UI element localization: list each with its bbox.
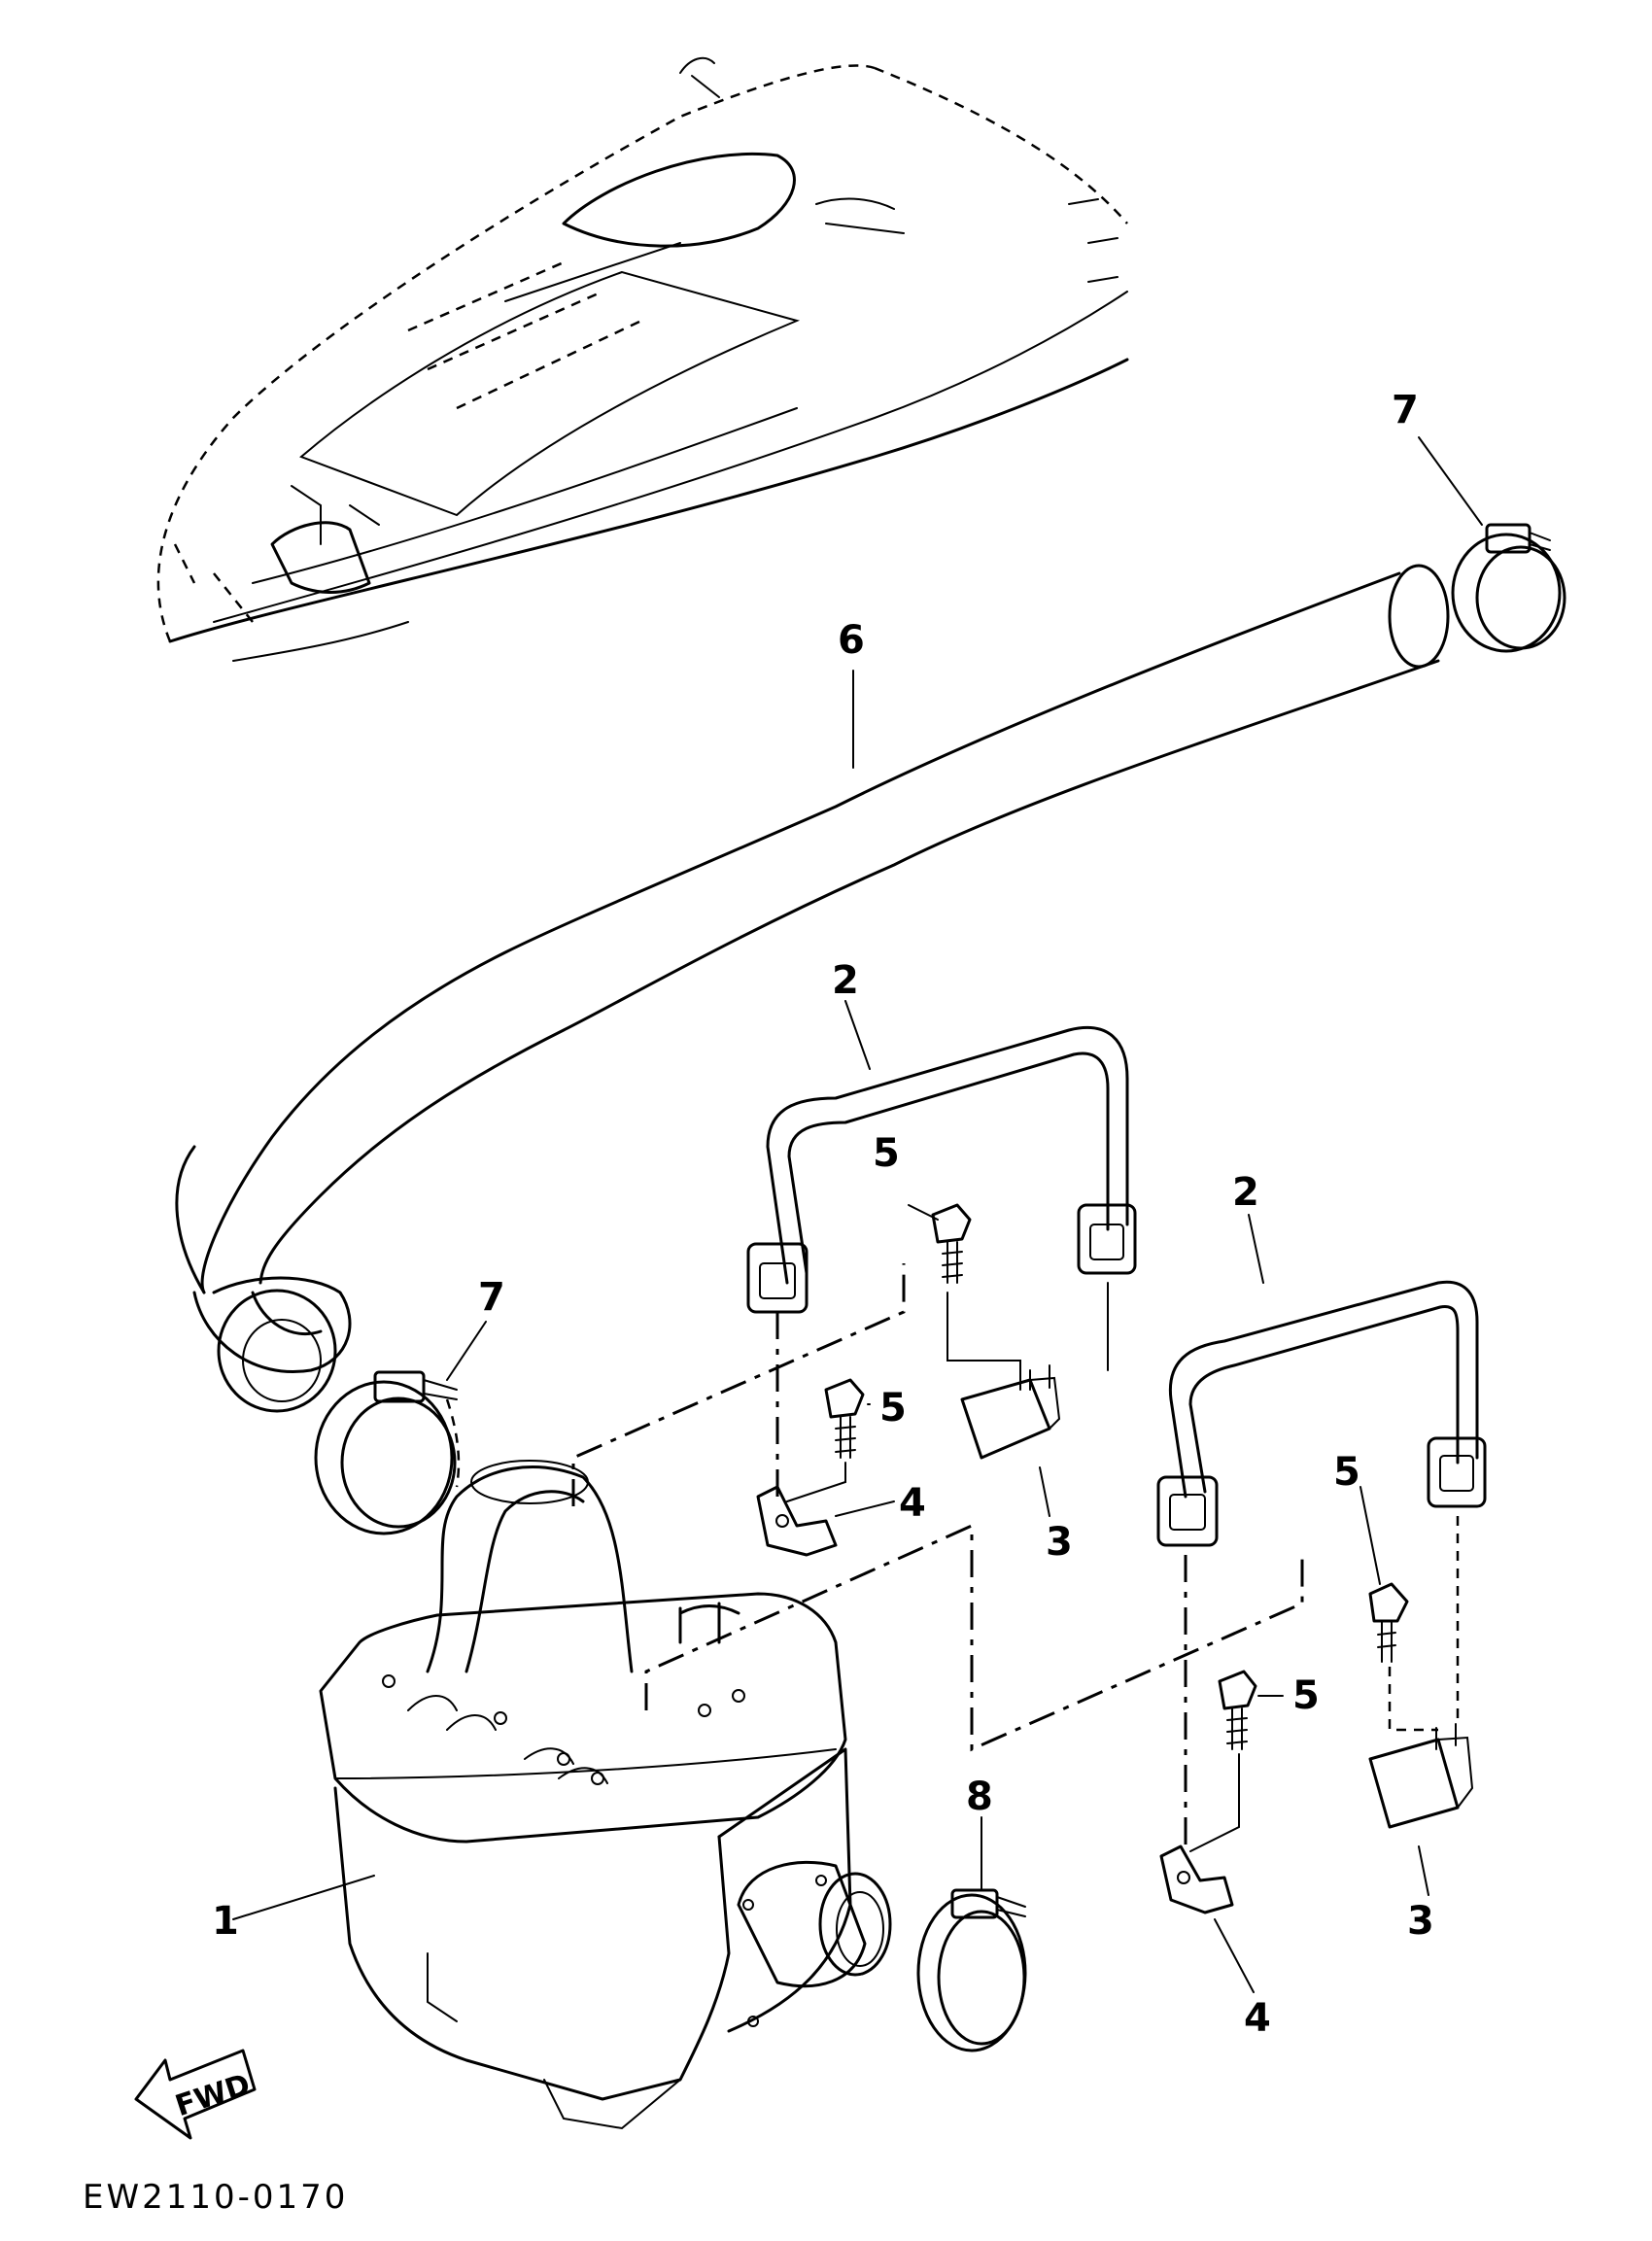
bolt-2 (824, 1378, 865, 1459)
holder-upper (756, 1485, 838, 1557)
callouts: 6 7 7 2 2 5 5 5 5 4 4 3 3 8 1 (212, 388, 1434, 2041)
hose-clamp-upper (1451, 523, 1566, 653)
callout-4-upper: 4 (899, 1481, 926, 1526)
muffler (319, 1460, 892, 2130)
callout-1: 1 (212, 1899, 239, 1944)
assembly-lines (571, 1263, 1460, 1852)
clip-upper (960, 1364, 1061, 1460)
figure-code: EW2110-0170 (83, 2178, 348, 2217)
callout-7-upper: 7 (1392, 388, 1419, 432)
forward-arrow: FWD (134, 2049, 257, 2140)
bolt-1 (931, 1203, 972, 1284)
callout-7-lower: 7 (478, 1275, 505, 1320)
bolt-3 (1368, 1582, 1409, 1663)
hose-clamp-lower (314, 1370, 461, 1535)
band-right (1156, 1280, 1487, 1547)
callout-2-right: 2 (1232, 1170, 1259, 1215)
exhaust-hose (175, 564, 1450, 1413)
band-left (746, 1025, 1137, 1314)
watercraft-hull (156, 56, 1129, 662)
bolt-4 (1218, 1670, 1257, 1750)
callout-2-left: 2 (832, 958, 859, 1003)
callout-4-lower: 4 (1244, 1996, 1271, 2041)
callout-3-upper: 3 (1046, 1520, 1073, 1565)
callout-5-right-lower: 5 (1292, 1673, 1320, 1718)
hose-clamp-outlet (916, 1888, 1027, 2052)
callout-5-upper: 5 (873, 1131, 900, 1176)
holder-lower (1159, 1845, 1234, 1914)
clip-lower (1368, 1723, 1474, 1829)
callout-5-right-upper: 5 (1333, 1450, 1360, 1495)
callout-5-middle: 5 (879, 1386, 907, 1431)
callout-6: 6 (838, 618, 865, 663)
fwd-label: FWD (171, 2068, 254, 2124)
leader-lines (232, 436, 1483, 1993)
callout-3-lower: 3 (1407, 1899, 1434, 1944)
callout-8: 8 (966, 1775, 993, 1819)
